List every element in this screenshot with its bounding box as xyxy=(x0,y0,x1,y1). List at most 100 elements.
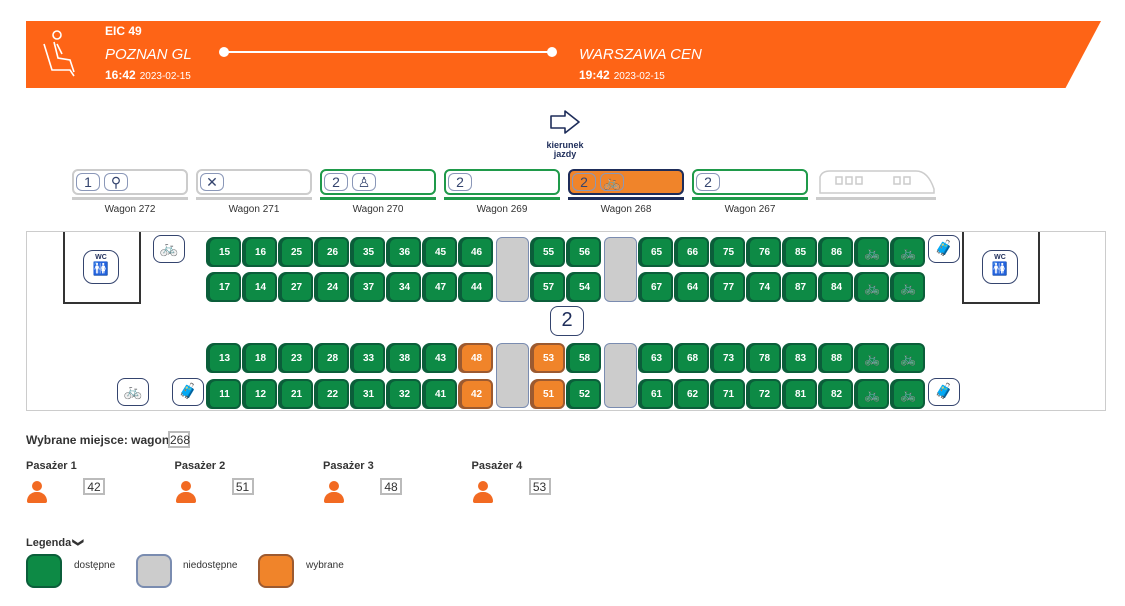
passenger-label: Pasażer 2 xyxy=(174,460,226,472)
seat-38[interactable]: 38 xyxy=(388,343,421,373)
seat-57[interactable]: 57 xyxy=(532,272,565,302)
bicycle-icon: 🚲 xyxy=(900,280,917,295)
seat-85[interactable]: 85 xyxy=(784,237,817,267)
toilet-icon: 🚻 xyxy=(991,261,1009,276)
arrow-right-icon xyxy=(550,110,580,134)
seat-27[interactable]: 27 xyxy=(280,272,313,302)
class-badge: 1 xyxy=(76,173,100,191)
seat-14[interactable]: 14 xyxy=(244,272,277,302)
seat-31[interactable]: 31 xyxy=(352,379,385,409)
seat-82[interactable]: 82 xyxy=(820,379,853,409)
bicycle-icon: 🚲 xyxy=(864,387,881,402)
seat-passenger-icon xyxy=(43,30,75,77)
bicycle-space[interactable]: 🚲 xyxy=(892,272,925,302)
seat-75[interactable]: 75 xyxy=(712,237,745,267)
seat-71[interactable]: 71 xyxy=(712,379,745,409)
seat-88[interactable]: 88 xyxy=(820,343,853,373)
wagon-label: Wagon 269 xyxy=(476,204,528,215)
seat-51[interactable]: 51 xyxy=(532,379,565,409)
wagon-3[interactable]: 2 xyxy=(444,169,560,195)
seat-72[interactable]: 72 xyxy=(748,379,781,409)
legend-unavailable-swatch xyxy=(136,554,172,588)
wagon-underline xyxy=(692,197,808,200)
seat-24[interactable]: 24 xyxy=(316,272,349,302)
seat-73[interactable]: 73 xyxy=(712,343,745,373)
seat-22[interactable]: 22 xyxy=(316,379,349,409)
wagon-underline xyxy=(72,197,188,200)
seat-78[interactable]: 78 xyxy=(748,343,781,373)
seat-43[interactable]: 43 xyxy=(424,343,457,373)
bicycle-space[interactable]: 🚲 xyxy=(892,237,925,267)
seat-18[interactable]: 18 xyxy=(244,343,277,373)
bicycle-space[interactable]: 🚲 xyxy=(856,343,889,373)
seat-12[interactable]: 12 xyxy=(244,379,277,409)
seat-23[interactable]: 23 xyxy=(280,343,313,373)
seat-61[interactable]: 61 xyxy=(640,379,673,409)
seat-54[interactable]: 54 xyxy=(568,272,601,302)
seat-67[interactable]: 67 xyxy=(640,272,673,302)
seat-64[interactable]: 64 xyxy=(676,272,709,302)
wagon-1[interactable]: ✕ xyxy=(196,169,312,195)
seat-45[interactable]: 45 xyxy=(424,237,457,267)
seat-37[interactable]: 37 xyxy=(352,272,385,302)
seat-52[interactable]: 52 xyxy=(568,379,601,409)
bicycle-space[interactable]: 🚲 xyxy=(856,379,889,409)
seat-84[interactable]: 84 xyxy=(820,272,853,302)
wagon-5[interactable]: 2 xyxy=(692,169,808,195)
seat-25[interactable]: 25 xyxy=(280,237,313,267)
seat-81[interactable]: 81 xyxy=(784,379,817,409)
route-line xyxy=(224,51,552,53)
bicycle-icon: 🚲 xyxy=(864,280,881,295)
seat-17[interactable]: 17 xyxy=(208,272,241,302)
seat-86[interactable]: 86 xyxy=(820,237,853,267)
class-badge: 2 xyxy=(550,306,584,336)
wagon-2[interactable]: 2♙ xyxy=(320,169,436,195)
seat-56[interactable]: 56 xyxy=(568,237,601,267)
seat-87[interactable]: 87 xyxy=(784,272,817,302)
seat-33[interactable]: 33 xyxy=(352,343,385,373)
seat-36[interactable]: 36 xyxy=(388,237,421,267)
table-unavailable xyxy=(604,343,637,408)
seat-46[interactable]: 46 xyxy=(460,237,493,267)
seat-15[interactable]: 15 xyxy=(208,237,241,267)
seat-44[interactable]: 44 xyxy=(460,272,493,302)
wagon-0[interactable]: 1⚲ xyxy=(72,169,188,195)
seat-66[interactable]: 66 xyxy=(676,237,709,267)
legend-selected-swatch xyxy=(258,554,294,588)
legend-title[interactable]: Legenda ❯ xyxy=(26,537,85,549)
seat-53[interactable]: 53 xyxy=(532,343,565,373)
seat-63[interactable]: 63 xyxy=(640,343,673,373)
seat-65[interactable]: 65 xyxy=(640,237,673,267)
bicycle-space[interactable]: 🚲 xyxy=(856,237,889,267)
wagon-4[interactable]: 2🚲 xyxy=(568,169,684,195)
selected-place-label: Wybrane miejsce: wagon xyxy=(26,433,170,447)
bicycle-space[interactable]: 🚲 xyxy=(892,343,925,373)
seat-76[interactable]: 76 xyxy=(748,237,781,267)
bicycle-space[interactable]: 🚲 xyxy=(856,272,889,302)
seat-28[interactable]: 28 xyxy=(316,343,349,373)
seat-68[interactable]: 68 xyxy=(676,343,709,373)
seat-26[interactable]: 26 xyxy=(316,237,349,267)
seat-32[interactable]: 32 xyxy=(388,379,421,409)
class-badge: 2 xyxy=(324,173,348,191)
seat-42[interactable]: 42 xyxy=(460,379,493,409)
seat-13[interactable]: 13 xyxy=(208,343,241,373)
seat-35[interactable]: 35 xyxy=(352,237,385,267)
seat-34[interactable]: 34 xyxy=(388,272,421,302)
seat-77[interactable]: 77 xyxy=(712,272,745,302)
bicycle-icon: 🚲 xyxy=(900,245,917,260)
seat-41[interactable]: 41 xyxy=(424,379,457,409)
seat-74[interactable]: 74 xyxy=(748,272,781,302)
seat-62[interactable]: 62 xyxy=(676,379,709,409)
seat-58[interactable]: 58 xyxy=(568,343,601,373)
seat-47[interactable]: 47 xyxy=(424,272,457,302)
locomotive-icon xyxy=(816,169,936,195)
seat-16[interactable]: 16 xyxy=(244,237,277,267)
seat-55[interactable]: 55 xyxy=(532,237,565,267)
seat-48[interactable]: 48 xyxy=(460,343,493,373)
seat-21[interactable]: 21 xyxy=(280,379,313,409)
bicycle-space[interactable]: 🚲 xyxy=(892,379,925,409)
seat-83[interactable]: 83 xyxy=(784,343,817,373)
seat-11[interactable]: 11 xyxy=(208,379,241,409)
